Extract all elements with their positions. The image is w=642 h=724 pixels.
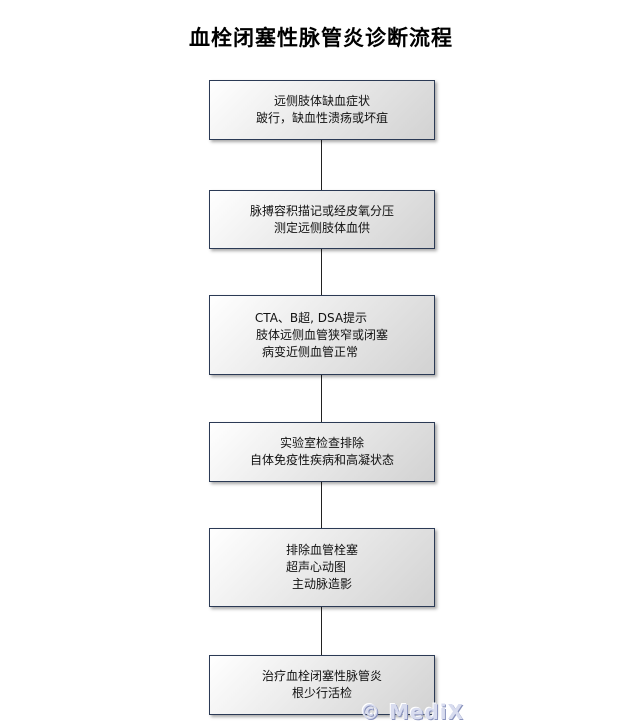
step-4-line-1: 实验室检查排除 [279,436,364,450]
step-5-line-2: 超声心动图 [285,560,346,574]
step-4-line-2: 自体免疫性疾病和高凝状态 [249,453,394,467]
connector-2-3 [321,249,322,295]
step-5-line-1: 排除血管栓塞 [285,543,358,557]
step-2-line-1: 脉搏容积描记或经皮氧分压 [249,203,394,218]
connector-1-2 [321,140,322,190]
step-2-line-2: 测定远侧肢体血供 [273,220,370,235]
step-6-line-1: 治疗血栓闭塞性脉管炎 [261,669,382,683]
step-1-line-1: 远侧肢体缺血症状 [273,94,370,108]
step-box-2: 脉搏容积描记或经皮氧分压 测定远侧肢体血供 [209,190,435,249]
connector-5-6 [321,607,322,655]
step-3-line-2: 肢体远侧血管狭窄或闭塞 [255,327,388,342]
step-6-line-2: 根少行活检 [291,686,352,700]
step-box-3: CTA、B超, DSA提示 肢体远侧血管狭窄或闭塞 病变近侧血管正常 [209,295,435,375]
step-box-5: 排除血管栓塞 超声心动图 主动脉造影 [209,528,435,607]
step-box-1: 远侧肢体缺血症状 跛行，缺血性溃疡或坏疽 [209,80,435,140]
step-1-line-2: 跛行，缺血性溃疡或坏疽 [255,111,388,125]
step-3-line-3: 病变近侧血管正常 [261,344,358,359]
diagram-title: 血栓闭塞性脉管炎诊断流程 [189,26,453,50]
step-box-4: 实验室检查排除 自体免疫性疾病和高凝状态 [209,422,435,482]
step-5-line-3: 主动脉造影 [291,577,352,591]
medix-watermark: © MediX [360,700,465,724]
connector-4-5 [321,482,322,528]
step-3-line-1: CTA、B超, DSA提示 [254,310,368,325]
step-box-6: 治疗血栓闭塞性脉管炎 根少行活检 [209,655,435,715]
connector-3-4 [321,375,322,422]
